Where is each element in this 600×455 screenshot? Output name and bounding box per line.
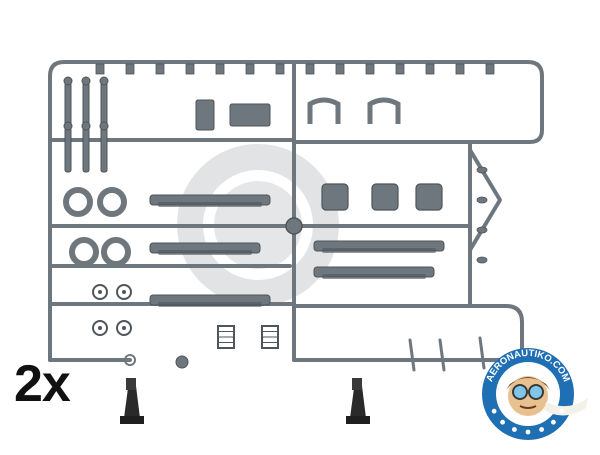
part-link xyxy=(64,127,72,173)
part-link xyxy=(82,82,90,128)
part-peg xyxy=(275,63,285,75)
aviator-avatar-icon xyxy=(506,376,588,416)
part-seat xyxy=(321,183,349,211)
logo-star-icon xyxy=(525,429,531,435)
part-panel xyxy=(195,99,215,131)
part-rod xyxy=(438,338,446,372)
part-wheel xyxy=(97,187,127,217)
part-wheel-hub xyxy=(98,290,102,294)
part-rod xyxy=(478,336,486,370)
part-peg xyxy=(425,63,435,75)
part-peg xyxy=(335,63,345,75)
part-link-knob xyxy=(81,76,91,86)
logo-star-icon xyxy=(551,419,556,425)
part-link xyxy=(64,82,72,128)
part-peg xyxy=(215,63,225,75)
part-peg xyxy=(245,63,255,75)
logo-star-icon xyxy=(491,408,497,414)
part-link xyxy=(100,82,108,128)
part-leaf-spring-layer xyxy=(322,274,426,279)
part-leaf-spring-layer xyxy=(158,202,262,207)
part-chassis-bracket xyxy=(307,97,341,124)
part-rod xyxy=(408,338,416,372)
part-disc xyxy=(175,355,189,369)
part-wheel-hub xyxy=(122,326,126,330)
part-peg xyxy=(305,63,315,75)
logo-stars xyxy=(491,408,565,435)
display-stand-right xyxy=(346,378,370,424)
part-spoked-wheel xyxy=(116,320,132,336)
part-link-knob xyxy=(63,121,73,131)
part-seat xyxy=(371,183,399,211)
part-peg xyxy=(155,63,165,75)
part-peg xyxy=(95,63,105,75)
sprue-parts xyxy=(63,63,495,372)
part-wheel-hub xyxy=(122,290,126,294)
part-wheel xyxy=(63,187,93,217)
part-spoked-wheel xyxy=(116,284,132,300)
logo-star-icon xyxy=(512,427,517,432)
logo-star-icon xyxy=(500,419,505,425)
quantity-label: 2x xyxy=(14,355,71,413)
display-stand-left xyxy=(120,378,144,424)
logo-star-icon xyxy=(539,427,544,432)
part-chassis-bracket xyxy=(367,97,401,124)
part-leaf-spring-layer xyxy=(322,248,436,253)
part-link xyxy=(82,127,90,173)
part-spoked-wheel xyxy=(92,320,108,336)
part-wheel xyxy=(69,237,99,267)
sprue-frame xyxy=(48,60,544,362)
part-bolt xyxy=(476,166,488,174)
part-spoked-wheel xyxy=(92,284,108,300)
part-ring xyxy=(124,354,136,366)
part-peg xyxy=(125,63,135,75)
part-leaf-spring-layer xyxy=(158,302,262,307)
part-peg xyxy=(455,63,465,75)
part-seat xyxy=(415,183,443,211)
part-wheel-hub xyxy=(98,326,102,330)
part-bolt xyxy=(476,196,488,204)
part-link-knob xyxy=(63,76,73,86)
part-link-knob xyxy=(99,121,109,131)
sprue-bar-4b xyxy=(294,304,524,352)
part-link-knob xyxy=(81,121,91,131)
part-link xyxy=(100,127,108,173)
part-peg xyxy=(395,63,405,75)
brand-logo: AERONAUTIKO.COM xyxy=(482,348,588,440)
part-wheel xyxy=(101,237,131,267)
part-link-knob xyxy=(99,76,109,86)
logo-star-icon xyxy=(559,408,565,414)
part-leaf-spring-layer xyxy=(158,250,252,255)
part-peg xyxy=(365,63,375,75)
sprue-hub xyxy=(285,217,303,235)
part-bolt xyxy=(476,226,488,234)
part-peg xyxy=(185,63,195,75)
sprue-diagonal-arm xyxy=(468,148,502,252)
part-peg xyxy=(485,63,495,75)
part-bolt xyxy=(476,256,488,264)
sprue-outer-top xyxy=(48,60,544,362)
part-panel xyxy=(229,103,271,127)
